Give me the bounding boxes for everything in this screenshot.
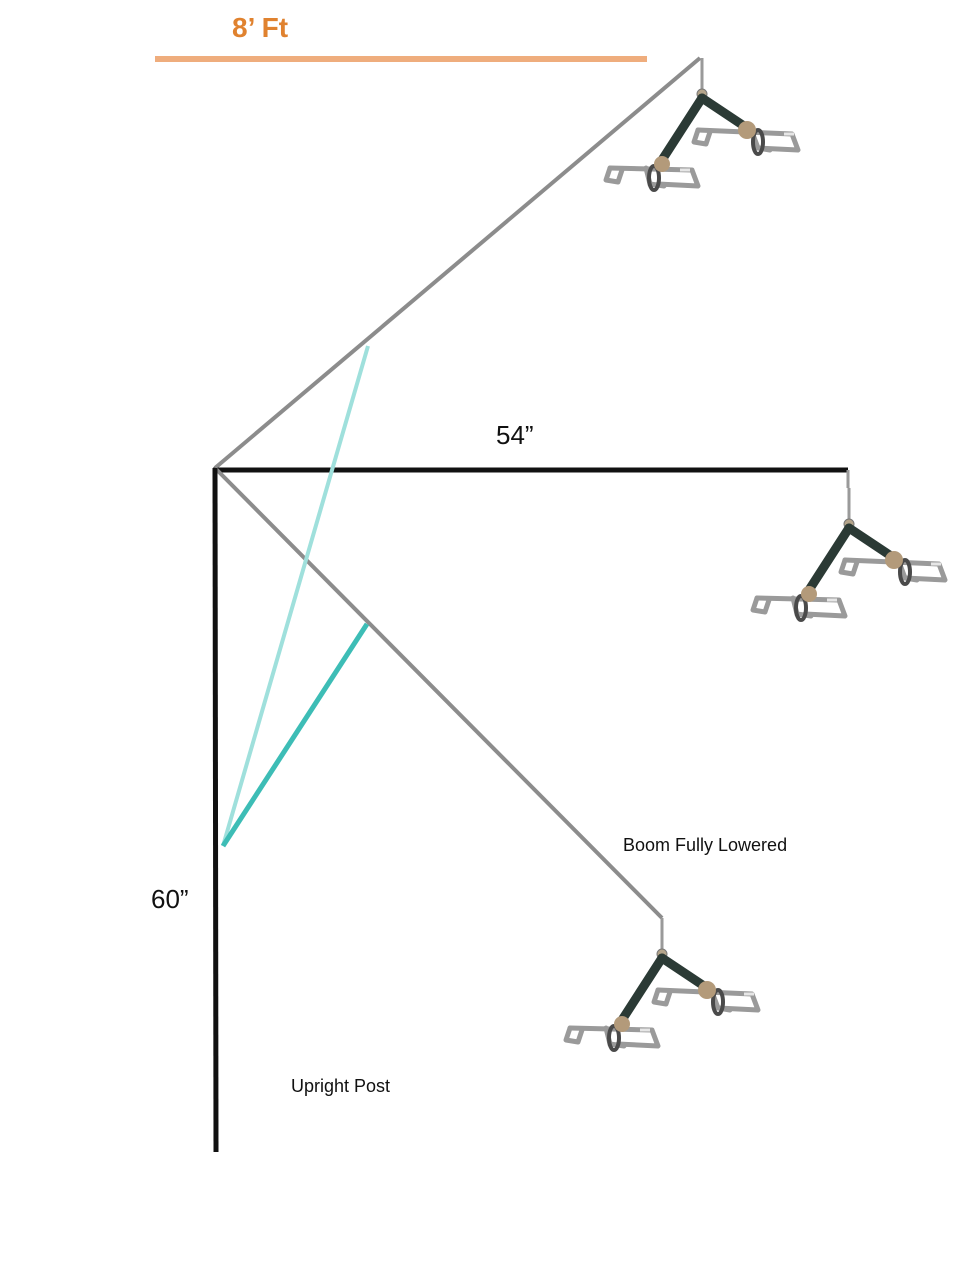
spreader-bar-icon [566,918,758,1050]
spreader-bar-icon [753,488,945,620]
horizontal-dimension-label: 54” [496,420,534,450]
boom-raised-line [213,56,702,470]
upright-post-line [212,467,219,1153]
actuator-lowered-line [220,622,370,848]
spreader-bar-icon [606,58,798,190]
vertical-dimension-label: 60” [151,884,189,914]
boom-lowered-label: Boom Fully Lowered [623,835,788,855]
boom-lowered-line [213,466,664,920]
actuator-raised-line [221,345,370,847]
upright-post-label: Upright Post [291,1076,391,1096]
top-dimension-label: 8’ Ft [232,12,289,43]
